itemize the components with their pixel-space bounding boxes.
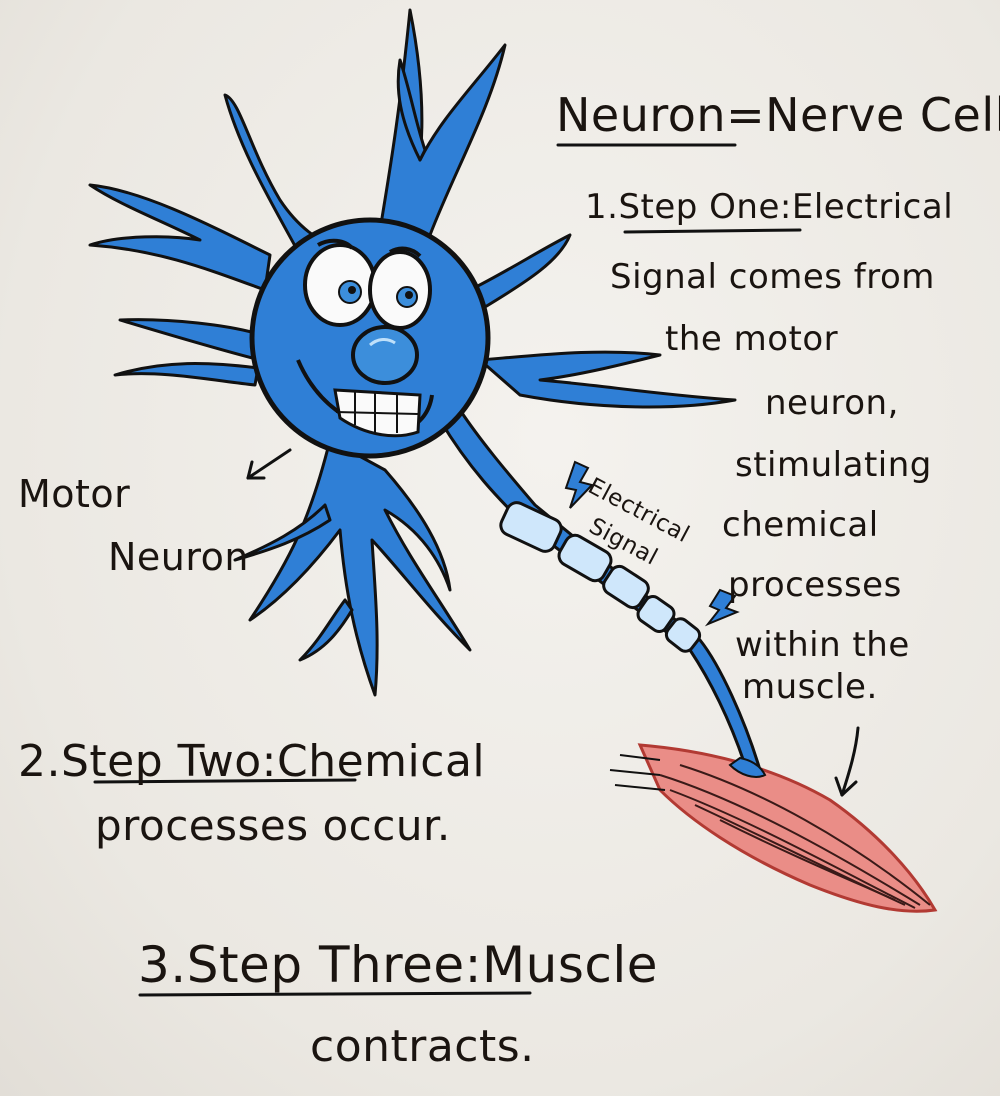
step-two-number: 2. (18, 736, 61, 787)
step-two-label: Step Two (60, 736, 262, 787)
step-two-heading: 2.Step Two:Chemical (18, 740, 485, 784)
arrow-icon (246, 448, 292, 480)
step-one-heading: 1.Step One:Electrical (585, 190, 953, 224)
step-one-line: Signal comes from (610, 257, 935, 297)
step-three-text: contracts. (310, 1021, 535, 1072)
motor-neuron-label: Neuron (108, 535, 250, 579)
diagram-title: Neuron=Nerve Cell (556, 92, 1000, 138)
step-three-number: 3. (138, 936, 187, 994)
step-two-text: Chemical (276, 736, 486, 787)
step-one-line: chemical (722, 505, 879, 545)
step-three-text: Muscle (482, 936, 659, 994)
step-one-line: muscle. (742, 667, 878, 707)
title-nerve-cell: Nerve Cell (765, 88, 1000, 142)
cell-body (249, 217, 491, 459)
step-two-colon: : (261, 736, 277, 787)
step-one-number: 1. (585, 187, 619, 227)
step-three-colon: : (464, 936, 483, 994)
motor-neuron-label: Motor (18, 472, 131, 516)
step-three-label: Step Three (186, 936, 465, 994)
axon (438, 408, 762, 772)
step-two-text: processes occur. (95, 801, 451, 850)
step-one-line: neuron, (765, 383, 899, 423)
step-one-line: Electrical (791, 187, 954, 227)
step-one-line: the motor (665, 319, 839, 359)
title-equals: = (726, 88, 766, 142)
muscle (609, 743, 938, 913)
arrow-icon (834, 726, 860, 797)
step-one-label: Step One (618, 187, 780, 227)
lightning-bolt-icon (564, 460, 740, 627)
step-three-heading: 3.Step Three:Muscle (138, 940, 658, 990)
dendrites (88, 8, 737, 697)
step-one-line: processes (728, 565, 902, 605)
underlines (93, 143, 802, 997)
step-one-colon: : (779, 187, 792, 227)
step-one-line: stimulating (735, 445, 932, 485)
title-neuron: Neuron (556, 88, 727, 142)
myelin-sheath (499, 501, 702, 653)
step-one-line: within the (735, 625, 910, 665)
